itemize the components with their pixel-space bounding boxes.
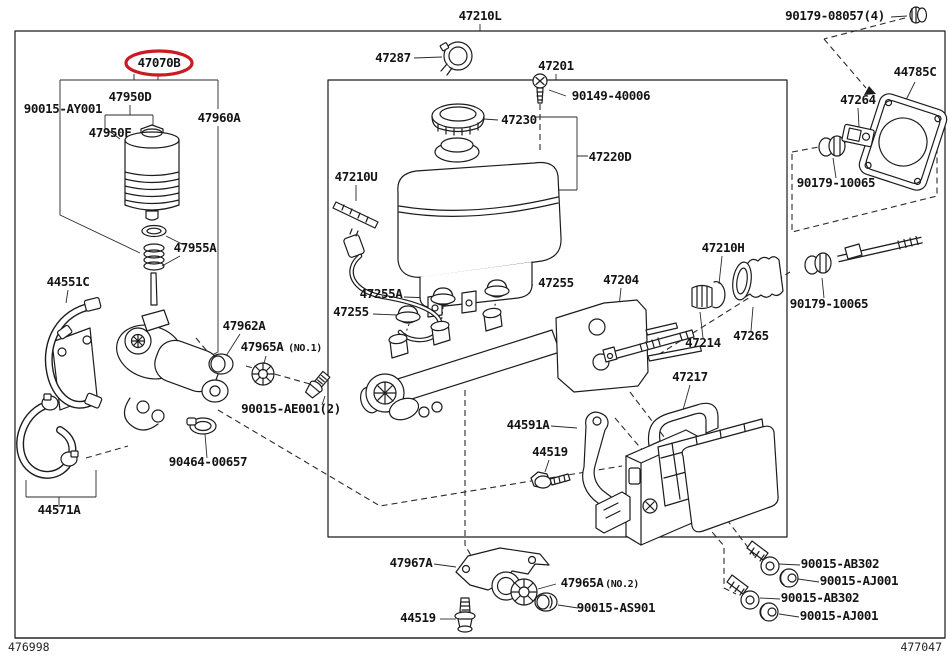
grommet-47962A-drawing <box>208 353 234 375</box>
grommet-47255A-drawing <box>430 287 456 306</box>
part-label-l47230: 47230 <box>501 112 537 127</box>
inner-box <box>327 79 788 538</box>
part-label-l44591A: 44591A <box>507 417 551 432</box>
part-labels-layer: 47210L 90179-08057(4) 47287 47201 44785C 4726… <box>24 8 937 625</box>
master-cylinder-drawing <box>359 299 703 421</box>
part-label-l90179_10065b: 90179-10065 <box>790 296 868 311</box>
leader-lines <box>25 15 916 620</box>
hose-clamp-icon-2 <box>60 450 79 467</box>
part-label-l47204: 47204 <box>603 272 639 287</box>
highlight-circle-47070B <box>124 49 194 77</box>
bolt-44519-lower-drawing <box>454 597 476 633</box>
part-label-l44519_up: 44519 <box>532 444 568 459</box>
cap-AJ001-2-drawing <box>759 602 779 622</box>
part-label-l90179_10065a: 90179-10065 <box>797 175 875 190</box>
part-label-l47960A: 47960A <box>198 110 242 125</box>
part-label-l47962A: 47962A <box>223 318 267 333</box>
part-label-l47255_left: 47255 <box>333 304 369 319</box>
part-label-l47070B: 47070B <box>138 55 182 70</box>
part-label-l47255_mid: 47255 <box>538 275 574 290</box>
bleeder-plug-AE001-drawing <box>304 370 331 399</box>
part-label-l47965A_1: 47965A <box>241 339 285 354</box>
part-label-l47955A: 47955A <box>174 240 218 255</box>
part-label-l44551C: 44551C <box>47 274 90 289</box>
part-label-l47950D: 47950D <box>109 89 152 104</box>
boot-47265-drawing <box>732 256 784 301</box>
part-label-l47210H: 47210H <box>702 240 745 255</box>
arrowhead <box>864 86 876 95</box>
part-label-l44571A: 44571A <box>38 502 82 517</box>
part-label-l90015_AS901: 90015-AS901 <box>577 600 655 615</box>
part-label-l47967A: 47967A <box>390 555 434 570</box>
o-ring-spring-pin-47955A-drawing <box>141 224 167 306</box>
part-label-l47965A_2s: (NO.2) <box>605 579 639 590</box>
splined-cap-47965A-no1-drawing <box>251 362 275 386</box>
part-label-l90149_40006: 90149-40006 <box>572 88 650 103</box>
grommet-47255-left-drawing <box>395 305 421 324</box>
part-label-l47214: 47214 <box>685 335 721 350</box>
accumulator-47950F-drawing <box>124 124 180 221</box>
splined-cap-47965A-no2-drawing <box>510 578 538 606</box>
screw-AB302-1-drawing <box>746 540 780 576</box>
part-label-l47265: 47265 <box>733 328 769 343</box>
oil-tube-44551C-drawing <box>44 297 103 409</box>
part-label-l47217: 47217 <box>672 369 708 384</box>
part-label-l90015_AB302b: 90015-AB302 <box>781 590 859 605</box>
booster-pump-47070B-drawing <box>51 309 229 431</box>
cap-AS901-drawing <box>534 592 558 612</box>
part-label-l47255A: 47255A <box>360 286 404 301</box>
part-label-l44519_low: 44519 <box>400 610 436 625</box>
union-10065-lower-drawing <box>804 252 832 275</box>
brake-pipe-drawing <box>837 235 923 263</box>
block-47264-drawing <box>841 123 875 148</box>
part-label-l90015_AE001: 90015-AE001(2) <box>241 401 341 416</box>
part-label-l47210U: 47210U <box>335 169 378 184</box>
grommet-47255-mid-drawing <box>484 279 510 298</box>
red-highlight-ellipse <box>124 49 194 77</box>
part-label-l47965A_1s: (NO.1) <box>288 343 322 354</box>
part-label-l47287: 47287 <box>375 50 411 65</box>
part-label-l90015_AJ001a: 90015-AJ001 <box>820 573 898 588</box>
push-rod-47204-drawing <box>602 329 695 363</box>
part-label-l47264: 47264 <box>840 92 876 107</box>
clamp-47287-drawing <box>435 41 473 77</box>
tube-wire-47210U-drawing <box>332 201 443 343</box>
union-10065-upper-drawing <box>818 135 846 157</box>
reservoir-tank-47220D-drawing <box>397 137 562 318</box>
part-label-l90464_00657: 90464-00657 <box>169 454 247 469</box>
water-hose-44571A-drawing <box>16 393 79 479</box>
snap-ring-47210H-drawing <box>712 281 726 309</box>
reservoir-cap-47230-drawing <box>431 103 485 136</box>
spacer-47214-drawing <box>691 284 713 310</box>
cap-AJ001-1-drawing <box>779 568 799 588</box>
part-label-l90015_AY001: 90015-AY001 <box>24 101 102 116</box>
abs-actuator-47217-drawing <box>625 402 779 546</box>
part-label-l47210L: 47210L <box>459 8 503 23</box>
nut-08057-drawing <box>909 6 928 24</box>
bolt-44519-upper-drawing <box>530 471 571 489</box>
part-label-l90015_AJ001b: 90015-AJ001 <box>800 608 878 623</box>
part-label-l90179_08057: 90179-08057(4) <box>785 8 885 23</box>
screw-90149-40006-drawing <box>532 73 548 104</box>
hose-clamp-icon <box>41 393 59 411</box>
clamp-90464-00657-drawing <box>186 417 217 435</box>
part-label-l47220D: 47220D <box>589 149 632 164</box>
part-label-l44785C: 44785C <box>894 64 937 79</box>
part-label-l90015_AB302a: 90015-AB302 <box>801 556 879 571</box>
footer-drawing-number-right: 477047 <box>900 640 942 654</box>
part-label-l47950F: 47950F <box>89 125 132 140</box>
screw-AB302-2-drawing <box>726 574 760 610</box>
gasket-44785C-drawing <box>858 93 948 191</box>
footer-drawing-number-left: 476998 <box>8 640 50 654</box>
part-label-l47201: 47201 <box>538 58 574 73</box>
part-label-l47965A_2: 47965A <box>561 575 605 590</box>
bracket-44591A-drawing <box>582 411 631 534</box>
